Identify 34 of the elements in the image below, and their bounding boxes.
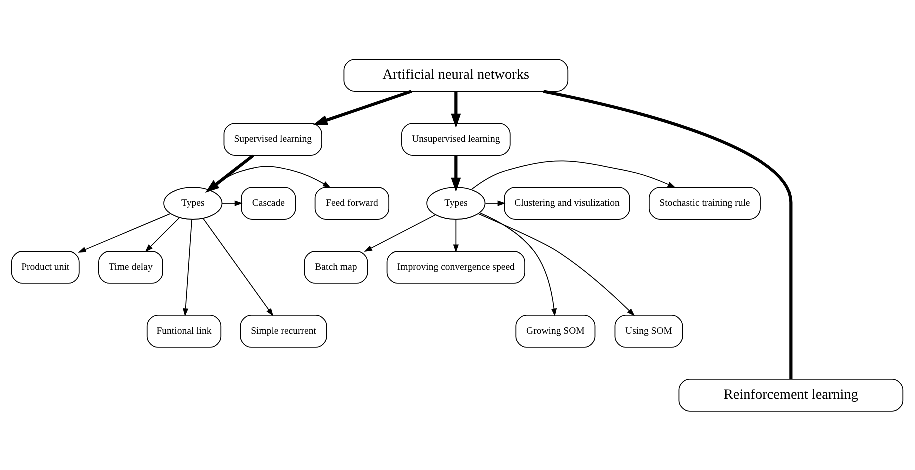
connector — [543, 90, 793, 379]
arrow — [451, 155, 462, 192]
arrow — [471, 160, 676, 190]
arrow — [478, 213, 636, 316]
arrow — [451, 91, 462, 128]
arrow — [202, 218, 274, 316]
node-box: Funtional link — [146, 314, 222, 348]
arrow — [313, 90, 412, 125]
node-ellipse: Types — [426, 186, 486, 220]
node-box: Supervised learning — [224, 122, 322, 156]
node-box: Stochastic training rule — [649, 186, 761, 220]
node-box: Artificial neural networks — [344, 58, 569, 92]
node-box: Product unit — [11, 250, 80, 284]
node-box: Simple recurrent — [240, 314, 328, 348]
node-box: Clustering and visulization — [504, 186, 630, 220]
node-box: Growing SOM — [516, 314, 596, 348]
node-box: Time delay — [98, 250, 164, 284]
node-box: Improving convergence speed — [386, 250, 526, 284]
node-ellipse: Types — [164, 186, 223, 220]
arrow — [364, 214, 436, 252]
arrow — [453, 218, 459, 252]
arrow — [78, 212, 172, 252]
node-box: Cascade — [241, 186, 296, 220]
arrow — [485, 200, 506, 206]
arrow — [222, 200, 243, 206]
node-box: Feed forward — [314, 186, 390, 220]
node-box: Reinforcement learning — [678, 378, 904, 412]
arrow — [205, 154, 254, 193]
node-box: Unsupervised learning — [402, 122, 511, 156]
node-box: Batch map — [304, 250, 368, 284]
arrow — [480, 212, 558, 316]
node-box: Using SOM — [614, 314, 684, 348]
arrow — [183, 218, 192, 316]
arrow — [145, 216, 180, 252]
